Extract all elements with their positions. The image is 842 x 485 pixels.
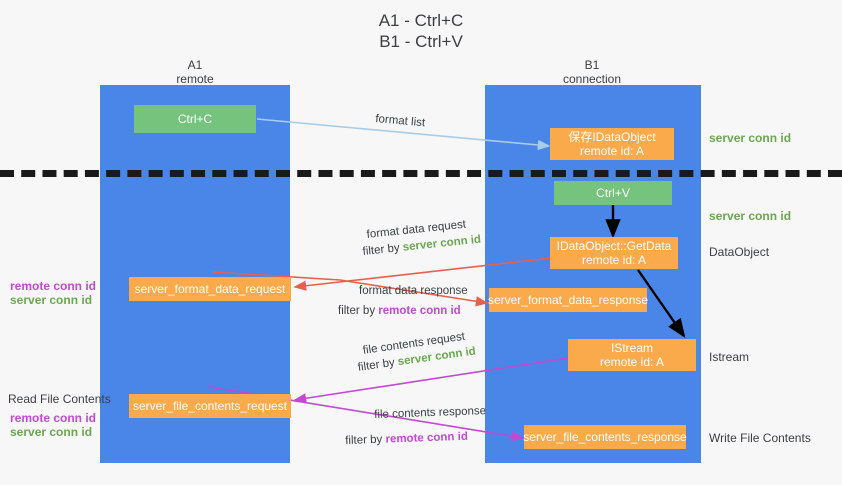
phase-divider — [0, 170, 842, 177]
box-save-idataobject[interactable]: 保存IDataObject remote id: A — [550, 128, 674, 160]
edge-getdata-to-istream — [637, 269, 686, 338]
box-server-format-data-request-label: server_format_data_request — [134, 282, 286, 296]
edge-format-data-response — [212, 271, 489, 307]
title-line-1: A1 - Ctrl+C — [378, 11, 464, 30]
caption-file-contents-response-filter-value: remote conn id — [385, 430, 469, 446]
caption-format-data-response: format data response — [359, 285, 468, 297]
label-dataobject: DataObject — [709, 245, 770, 259]
box-save-idataobject-line2: remote id: A — [579, 144, 645, 158]
box-save-idataobject-line1: 保存IDataObject — [568, 130, 656, 144]
caption-format-data-request-filter-prefix: filter by — [362, 241, 404, 258]
label-read-file-contents: Read File Contents — [8, 392, 111, 406]
label-server-conn-id-low-left: server conn id — [10, 425, 93, 439]
box-istream-line2: remote id: A — [599, 355, 665, 369]
box-ctrl-v-label: Ctrl+V — [596, 186, 630, 200]
caption-file-contents-response-filter-prefix: filter by — [345, 433, 386, 447]
caption-format-data-response-filter: filter by remote conn id — [338, 304, 461, 319]
box-server-format-data-request[interactable]: server_format_data_request — [129, 277, 291, 301]
title-line-2: B1 - Ctrl+V — [379, 32, 463, 51]
lane-header-b1: B1 connection — [492, 58, 692, 86]
label-server-conn-id-top-right: server conn id — [709, 131, 792, 145]
lane-header-a1-sub: remote — [176, 72, 214, 86]
edge-file-contents-request — [293, 357, 569, 404]
label-write-file-contents: Write File Contents — [709, 431, 811, 445]
box-idataobject-getdata-line1: IDataObject::GetData — [556, 239, 672, 253]
label-remote-conn-id-mid-left: remote conn id — [10, 279, 97, 293]
label-server-conn-id-mid-right: server conn id — [709, 209, 792, 223]
box-istream-line1: IStream — [610, 341, 653, 355]
lane-header-b1-name: B1 — [584, 58, 600, 72]
lane-header-a1-name: A1 — [187, 58, 203, 72]
label-remote-conn-id-low-left: remote conn id — [10, 411, 97, 425]
box-istream[interactable]: IStream remote id: A — [568, 339, 696, 371]
label-server-conn-id-mid-left: server conn id — [10, 293, 93, 307]
caption-format-data-response-filter-value: remote conn id — [378, 305, 461, 317]
box-server-format-data-response-label: server_format_data_response — [487, 293, 649, 307]
box-server-file-contents-response-label: server_file_contents_response — [523, 430, 687, 444]
edge-format-data-request — [293, 257, 552, 291]
box-server-file-contents-request[interactable]: server_file_contents_request — [129, 394, 291, 418]
caption-format-data-response-filter-prefix: filter by — [338, 305, 379, 317]
box-idataobject-getdata[interactable]: IDataObject::GetData remote id: A — [550, 237, 678, 269]
edge-format-list — [256, 118, 551, 151]
page-title: A1 - Ctrl+C B1 - Ctrl+V — [0, 10, 842, 52]
box-ctrl-v[interactable]: Ctrl+V — [554, 181, 672, 205]
box-ctrl-c[interactable]: Ctrl+C — [134, 105, 256, 133]
box-server-file-contents-response[interactable]: server_file_contents_response — [523, 425, 687, 449]
box-server-file-contents-request-label: server_file_contents_request — [132, 399, 288, 413]
lane-header-b1-sub: connection — [562, 72, 622, 86]
box-idataobject-getdata-line2: remote id: A — [581, 253, 647, 267]
lane-header-a1: A1 remote — [95, 58, 295, 86]
label-istream: Istream — [709, 350, 750, 364]
box-server-format-data-response[interactable]: server_format_data_response — [487, 288, 649, 312]
box-ctrl-c-label: Ctrl+C — [177, 112, 213, 126]
